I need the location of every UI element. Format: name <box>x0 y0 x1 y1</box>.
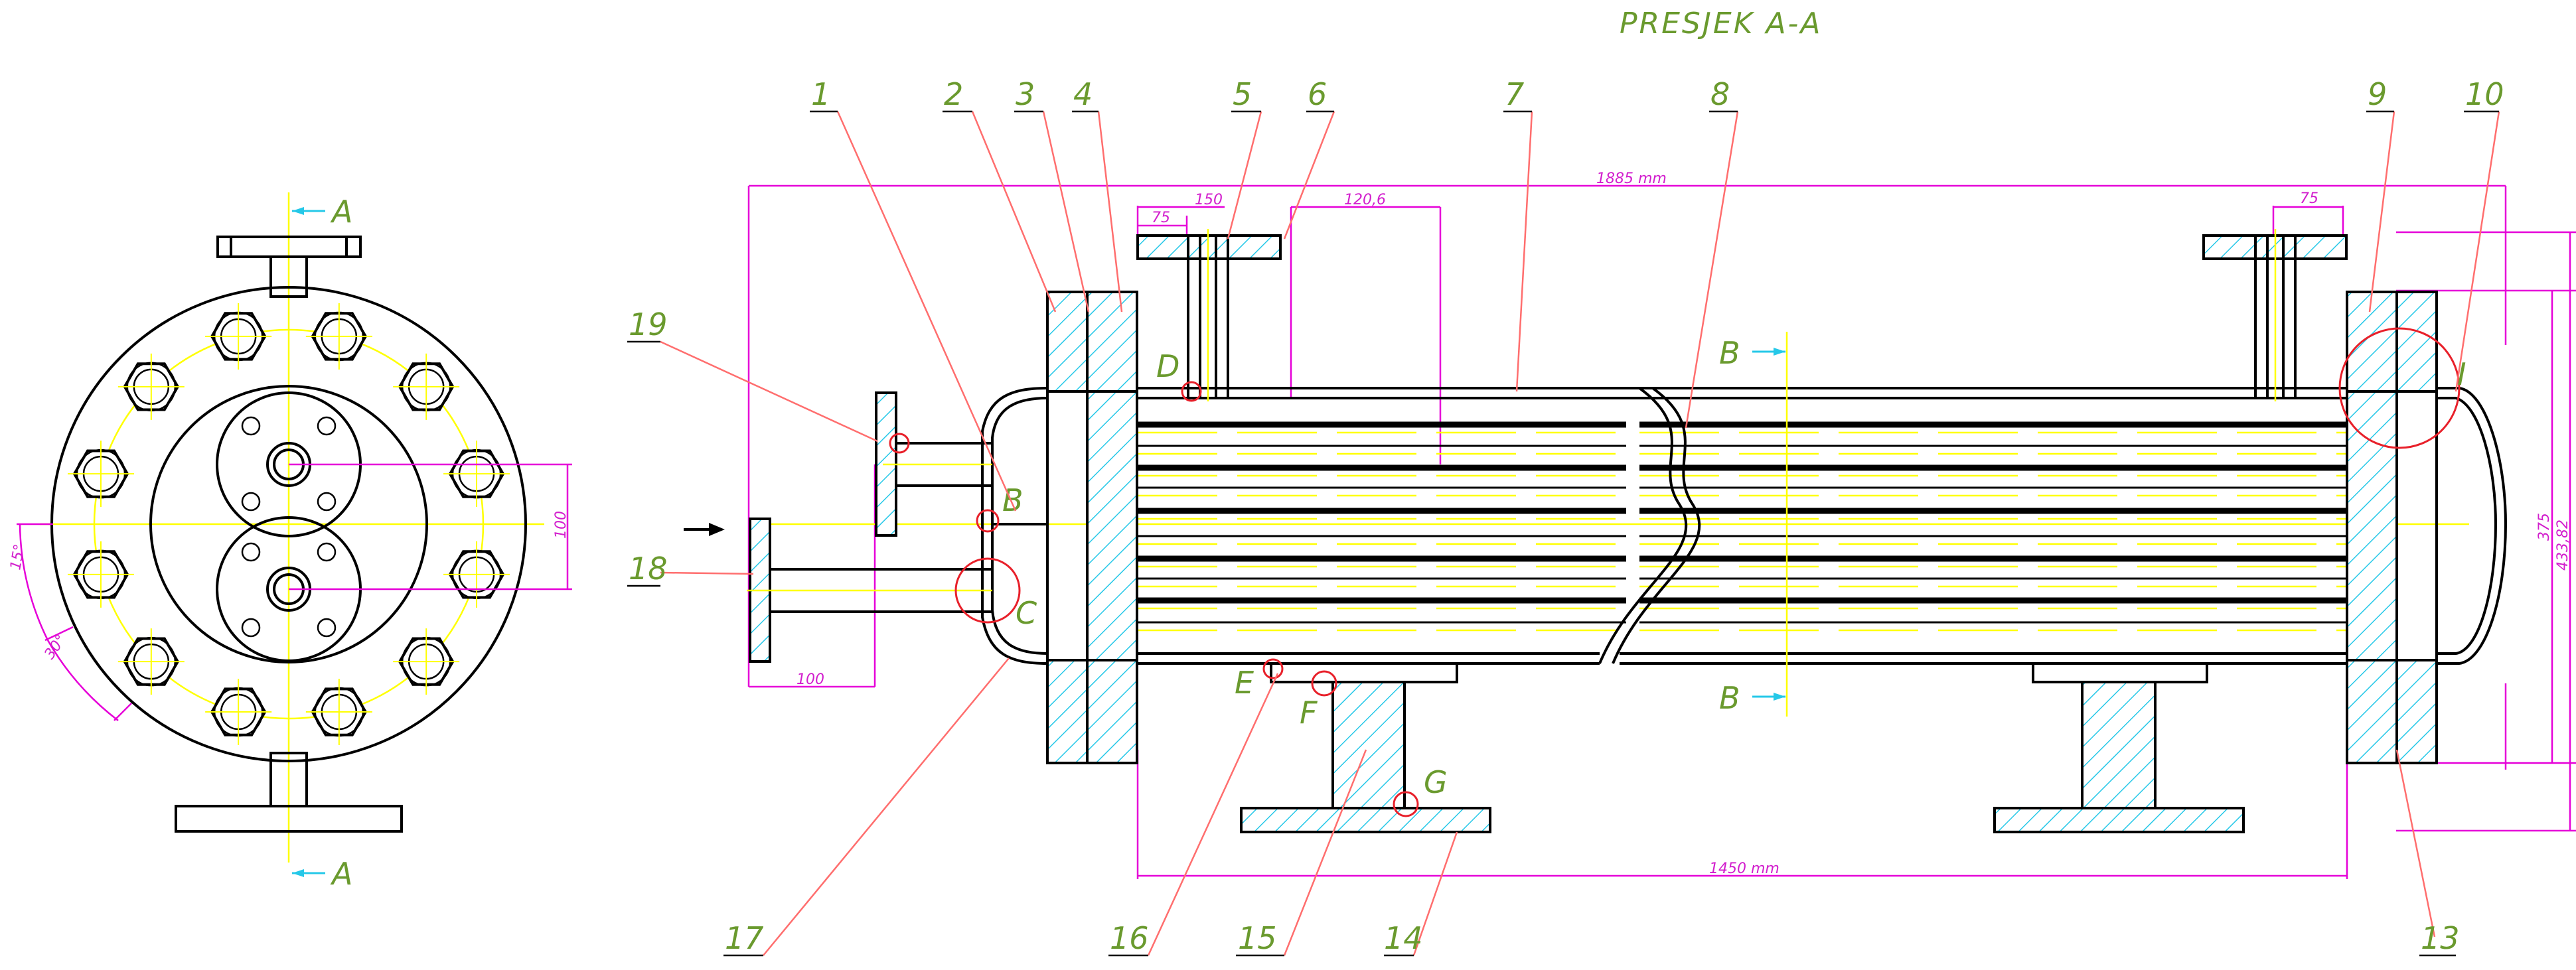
detail-e: E <box>1235 665 1254 701</box>
dim-overall-length: 1885 mm <box>1596 171 1667 187</box>
dim-height-433: 433,82 <box>2555 520 2571 571</box>
flange-bolt-icon <box>305 679 372 746</box>
dim-side-height: 100 <box>553 511 569 539</box>
tube-bundle <box>1138 421 2347 632</box>
flange-bolts <box>67 303 510 746</box>
dim-baffle-offset: 120,6 <box>1344 192 1386 208</box>
part-8: 8 <box>1710 76 1730 112</box>
part-7: 7 <box>1505 76 1524 112</box>
section-mark-b-bottom: B <box>1719 680 1740 716</box>
detail-g: G <box>1424 764 1448 800</box>
part-2: 2 <box>944 76 963 112</box>
part-3: 3 <box>1016 76 1035 112</box>
part-13: 13 <box>2421 920 2460 956</box>
part-9: 9 <box>2368 76 2387 112</box>
part-6: 6 <box>1308 76 1327 112</box>
flange-bolt-icon <box>117 353 185 420</box>
dim-height-375: 375 <box>2536 513 2553 541</box>
part-18: 18 <box>629 551 668 587</box>
dim-nozzle-offset: 150 <box>1195 192 1223 208</box>
detail-f: F <box>1300 695 1318 730</box>
flange-bolt-icon <box>67 541 134 608</box>
detail-c: C <box>1016 595 1037 631</box>
section-mark-a-top: A <box>330 194 352 230</box>
flange-bolt-icon <box>393 628 460 695</box>
flange-bolt-icon <box>67 441 134 508</box>
part-1: 1 <box>811 76 830 112</box>
dim-inlet-length: 100 <box>796 671 824 688</box>
part-19: 19 <box>629 307 668 342</box>
part-10: 10 <box>2465 76 2504 112</box>
part-16: 16 <box>1110 920 1149 956</box>
dim-nozzle-flange-left: 75 <box>1152 210 1170 226</box>
section-mark-b-top: B <box>1719 335 1740 371</box>
flange-bolt-icon <box>117 628 185 695</box>
end-view: A A 100 15° 30° <box>7 192 572 892</box>
dim-angle-15: 15° <box>7 543 28 571</box>
flange-bolt-icon <box>443 541 510 608</box>
part-15: 15 <box>1238 920 1277 956</box>
dim-nozzle-flange-right: 75 <box>2300 190 2318 207</box>
part-4: 4 <box>1073 76 1093 112</box>
flange-bolt-icon <box>205 303 272 370</box>
part-17: 17 <box>725 920 764 956</box>
flange-bolt-icon <box>393 353 460 420</box>
part-5: 5 <box>1233 76 1252 112</box>
dim-tube-length: 1450 mm <box>1709 861 1780 877</box>
part-14: 14 <box>1384 920 1423 956</box>
section-mark-a-bottom: A <box>330 856 352 892</box>
flange-bolt-icon <box>205 679 272 746</box>
section-view: 1885 mm 1450 mm 375 433,82 150 75 120,6 … <box>627 76 2576 957</box>
detail-d: D <box>1156 348 1179 384</box>
flange-bolt-icon <box>305 303 372 370</box>
flange-bolt-icon <box>443 441 510 508</box>
section-title: PRESJEK A-A <box>1620 7 1823 40</box>
